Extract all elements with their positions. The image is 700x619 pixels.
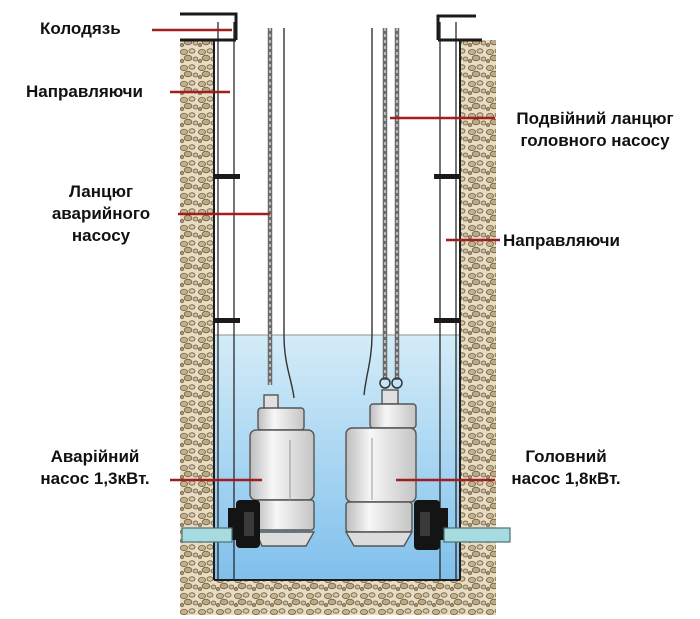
label-guides-right: Направляючи <box>503 231 620 250</box>
emergency-pump <box>249 394 316 547</box>
guide-rails-left <box>217 22 235 580</box>
label-main-pump: Головний насос 1,8кВт. <box>511 447 621 488</box>
label-main-chain: Подвійний ланцюг головного насосу <box>516 109 674 150</box>
label-guides-left: Направляючи <box>26 82 143 101</box>
label-well: Колодязь <box>40 19 121 38</box>
discharge-pipe-left <box>181 527 233 543</box>
rail-clamps <box>214 174 460 323</box>
emergency-pump-chain <box>267 28 295 399</box>
main-pump-chain <box>363 28 403 396</box>
top-bracket-left <box>180 12 238 42</box>
main-pump <box>344 389 417 547</box>
gravel-wall-right <box>460 40 496 615</box>
top-bracket-right <box>436 14 482 42</box>
discharge-pipe-right <box>443 527 511 543</box>
guide-rails-right <box>439 22 457 580</box>
label-emergency-chain: Ланцюг аварийного насосу <box>51 182 151 245</box>
gravel-bottom <box>180 580 496 615</box>
label-emergency-pump: Аварійний насос 1,3кВт. <box>40 447 150 488</box>
leader-lines <box>152 28 500 482</box>
gravel-wall-left <box>180 40 214 615</box>
